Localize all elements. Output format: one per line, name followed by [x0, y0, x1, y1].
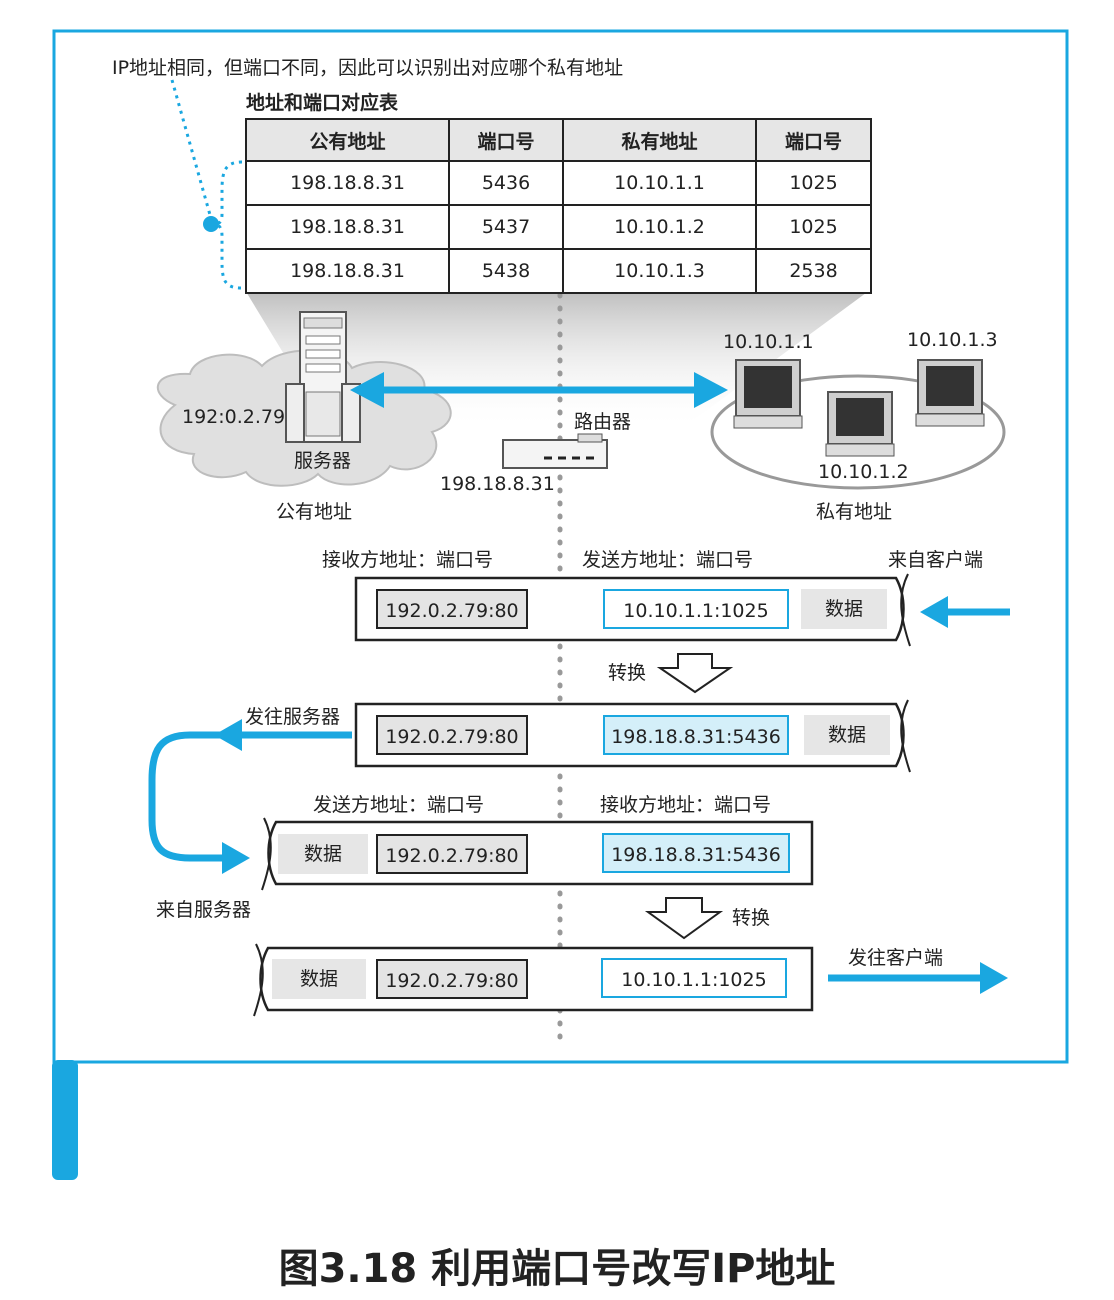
cell-public-port: 5438: [448, 248, 564, 294]
cell-private-address: 10.10.1.2: [562, 204, 757, 250]
cell-private-port: 1025: [755, 204, 872, 250]
table-header-row: 公有地址 端口号 私有地址 端口号: [245, 118, 872, 162]
packet-2-tear: [900, 699, 911, 773]
p2-data: 数据: [804, 715, 890, 755]
router-ip-label: 198.18.8.31: [440, 473, 555, 495]
table-row: 198.18.8.31 5437 10.10.1.2 1025: [245, 204, 872, 250]
header-public-port: 端口号: [448, 118, 564, 162]
packet-4-tear: [253, 943, 264, 1017]
p4-data: 数据: [272, 959, 366, 999]
p4-dest-address: 10.10.1.1:1025: [601, 958, 787, 998]
convert-1-arrow: [656, 653, 734, 694]
packet-3-tear: [261, 817, 272, 891]
table-row: 198.18.8.31 5436 10.10.1.1 1025: [245, 160, 872, 206]
figure-caption: 图3.18 利用端口号改写IP地址: [278, 1246, 836, 1292]
p1-right-header: 发送方地址：端口号: [582, 549, 754, 571]
table-title: 地址和端口对应表: [246, 92, 399, 114]
p2-src-address: 198.18.8.31:5436: [603, 715, 789, 755]
header-private-port: 端口号: [755, 118, 872, 162]
p2-dest-address: 192.0.2.79:80: [376, 715, 528, 755]
router-icon: [502, 433, 608, 469]
to-client-label: 发往客户端: [848, 947, 944, 969]
to-client-arrow-head: [980, 962, 1008, 994]
header-private-address: 私有地址: [562, 118, 757, 162]
cell-private-address: 10.10.1.3: [562, 248, 757, 294]
nat-table: 公有地址 端口号 私有地址 端口号 198.18.8.31 5436 10.10…: [245, 118, 872, 294]
p3-right-header: 接收方地址：端口号: [600, 794, 772, 816]
convert-1-label: 转换: [608, 662, 647, 684]
cell-public-address: 198.18.8.31: [245, 160, 450, 206]
pc-10-10-1-1-icon: [733, 359, 803, 429]
p3-left-header: 发送方地址：端口号: [313, 794, 485, 816]
private-address-label: 私有地址: [816, 501, 893, 523]
from-client-arrow-head: [920, 596, 948, 628]
pc2-ip-label: 10.10.1.2: [818, 461, 909, 483]
from-client-label: 来自客户端: [888, 549, 984, 571]
table-row: 198.18.8.31 5438 10.10.1.3 2538: [245, 248, 872, 294]
cell-private-address: 10.10.1.1: [562, 160, 757, 206]
note-text: IP地址相同，但端口不同，因此可以识别出对应哪个私有地址: [112, 57, 624, 79]
p1-left-header: 接收方地址：端口号: [322, 549, 494, 571]
cell-private-port: 2538: [755, 248, 872, 294]
router-label: 路由器: [574, 411, 632, 433]
public-address-label: 公有地址: [276, 501, 353, 523]
p1-dest-address: 192.0.2.79:80: [376, 589, 528, 629]
pc1-ip-label: 10.10.1.1: [723, 331, 814, 353]
note-bracket: [211, 160, 243, 290]
link-arrow-right-head: [694, 372, 728, 408]
from-server-arrow-head: [222, 842, 250, 874]
pc-10-10-1-3-icon: [915, 359, 985, 427]
frame-tab: [52, 1060, 78, 1180]
p3-src-address: 192.0.2.79:80: [376, 834, 528, 874]
p3-data: 数据: [278, 834, 368, 874]
convert-2-arrow: [644, 897, 724, 940]
cell-public-address: 198.18.8.31: [245, 248, 450, 294]
cell-public-address: 198.18.8.31: [245, 204, 450, 250]
server-icon: [285, 311, 361, 443]
cell-private-port: 1025: [755, 160, 872, 206]
server-loop-arrow: [148, 731, 352, 862]
link-arrow-left-head: [350, 372, 384, 408]
p1-data: 数据: [801, 589, 887, 629]
cell-public-port: 5437: [448, 204, 564, 250]
p1-src-address: 10.10.1.1:1025: [603, 589, 789, 629]
server-label: 服务器: [294, 450, 352, 472]
pc-10-10-1-2-icon: [825, 391, 895, 457]
pc3-ip-label: 10.10.1.3: [907, 329, 998, 351]
cell-public-port: 5436: [448, 160, 564, 206]
note-connector: [170, 79, 214, 223]
server-ip-label: 192:0.2.79: [182, 406, 286, 428]
p3-dest-address: 198.18.8.31:5436: [602, 833, 790, 873]
p4-src-address: 192.0.2.79:80: [376, 959, 528, 999]
from-server-label: 来自服务器: [156, 899, 252, 921]
outer-frame: [52, 29, 1069, 1064]
convert-2-label: 转换: [732, 907, 771, 929]
header-public-address: 公有地址: [245, 118, 450, 162]
to-server-label: 发往服务器: [245, 706, 341, 728]
packet-1-tear: [900, 573, 911, 647]
note-connector-dot: [203, 216, 219, 232]
